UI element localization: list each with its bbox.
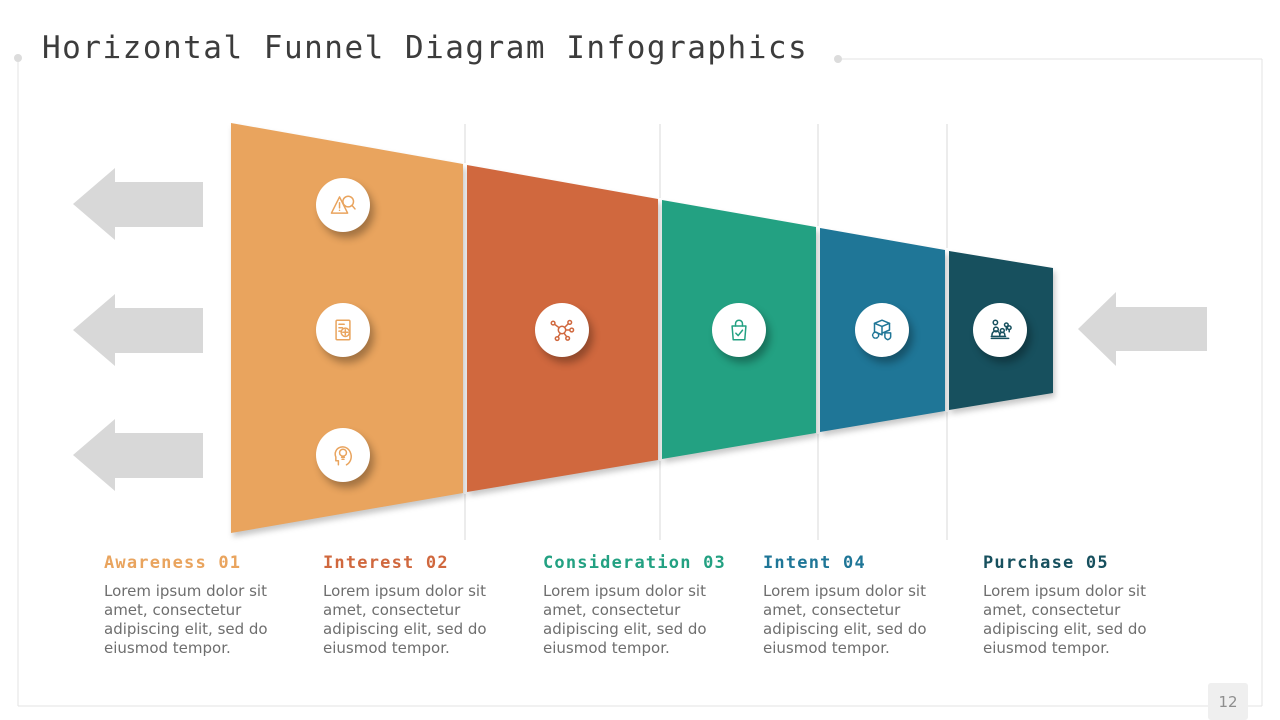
stage-separator-lines bbox=[464, 124, 948, 540]
icon-badge bbox=[535, 303, 589, 357]
stage-description: Lorem ipsum dolor sit amet, consectetur … bbox=[104, 582, 268, 657]
icon-badge bbox=[973, 303, 1027, 357]
stage-heading: Intent 04 bbox=[763, 553, 866, 573]
left-arrow-icon bbox=[73, 294, 203, 366]
right-arrow-icon bbox=[1078, 292, 1207, 366]
shopping-bag-check-icon bbox=[731, 319, 747, 341]
frame-lines bbox=[17, 58, 1263, 707]
icon-badge bbox=[316, 428, 370, 482]
icon-badge bbox=[316, 303, 370, 357]
icon-badge bbox=[316, 178, 370, 232]
stage-column-interest: Interest 02 Lorem ipsum dolor sit amet, … bbox=[323, 553, 523, 658]
package-shield-icon bbox=[871, 319, 892, 341]
icon-badge bbox=[855, 303, 909, 357]
network-money-icon bbox=[550, 319, 575, 342]
left-arrow-icon bbox=[73, 419, 203, 491]
stage-description: Lorem ipsum dolor sit amet, consectetur … bbox=[763, 582, 927, 657]
stage-column-intent: Intent 04 Lorem ipsum dolor sit amet, co… bbox=[763, 553, 963, 658]
slide-title: Horizontal Funnel Diagram Infographics bbox=[42, 30, 809, 66]
idea-head-icon bbox=[334, 446, 352, 466]
page-number-badge: 12 bbox=[1208, 683, 1248, 720]
stage-heading: Consideration 03 bbox=[543, 553, 726, 573]
stage-description: Lorem ipsum dolor sit amet, consectetur … bbox=[983, 582, 1147, 657]
stage-description: Lorem ipsum dolor sit amet, consectetur … bbox=[543, 582, 707, 657]
stage-column-awareness: Awareness 01 Lorem ipsum dolor sit amet,… bbox=[104, 553, 304, 658]
frame-dot-left bbox=[14, 54, 22, 62]
alert-search-icon bbox=[330, 195, 356, 214]
stage-heading: Awareness 01 bbox=[104, 553, 242, 573]
icon-badge bbox=[712, 303, 766, 357]
stage-heading: Interest 02 bbox=[323, 553, 449, 573]
page-number: 12 bbox=[1218, 692, 1238, 711]
left-arrow-icon bbox=[73, 168, 203, 240]
stage-heading: Purchase 05 bbox=[983, 553, 1109, 573]
team-growth-icon bbox=[990, 319, 1012, 340]
flow-arrows bbox=[73, 168, 1207, 491]
frame-dot-right bbox=[834, 55, 842, 63]
stage-column-purchase: Purchase 05 Lorem ipsum dolor sit amet, … bbox=[983, 553, 1183, 658]
stage-description: Lorem ipsum dolor sit amet, consectetur … bbox=[323, 582, 487, 657]
stage-column-consideration: Consideration 03 Lorem ipsum dolor sit a… bbox=[543, 553, 743, 658]
report-document-icon bbox=[335, 319, 351, 341]
